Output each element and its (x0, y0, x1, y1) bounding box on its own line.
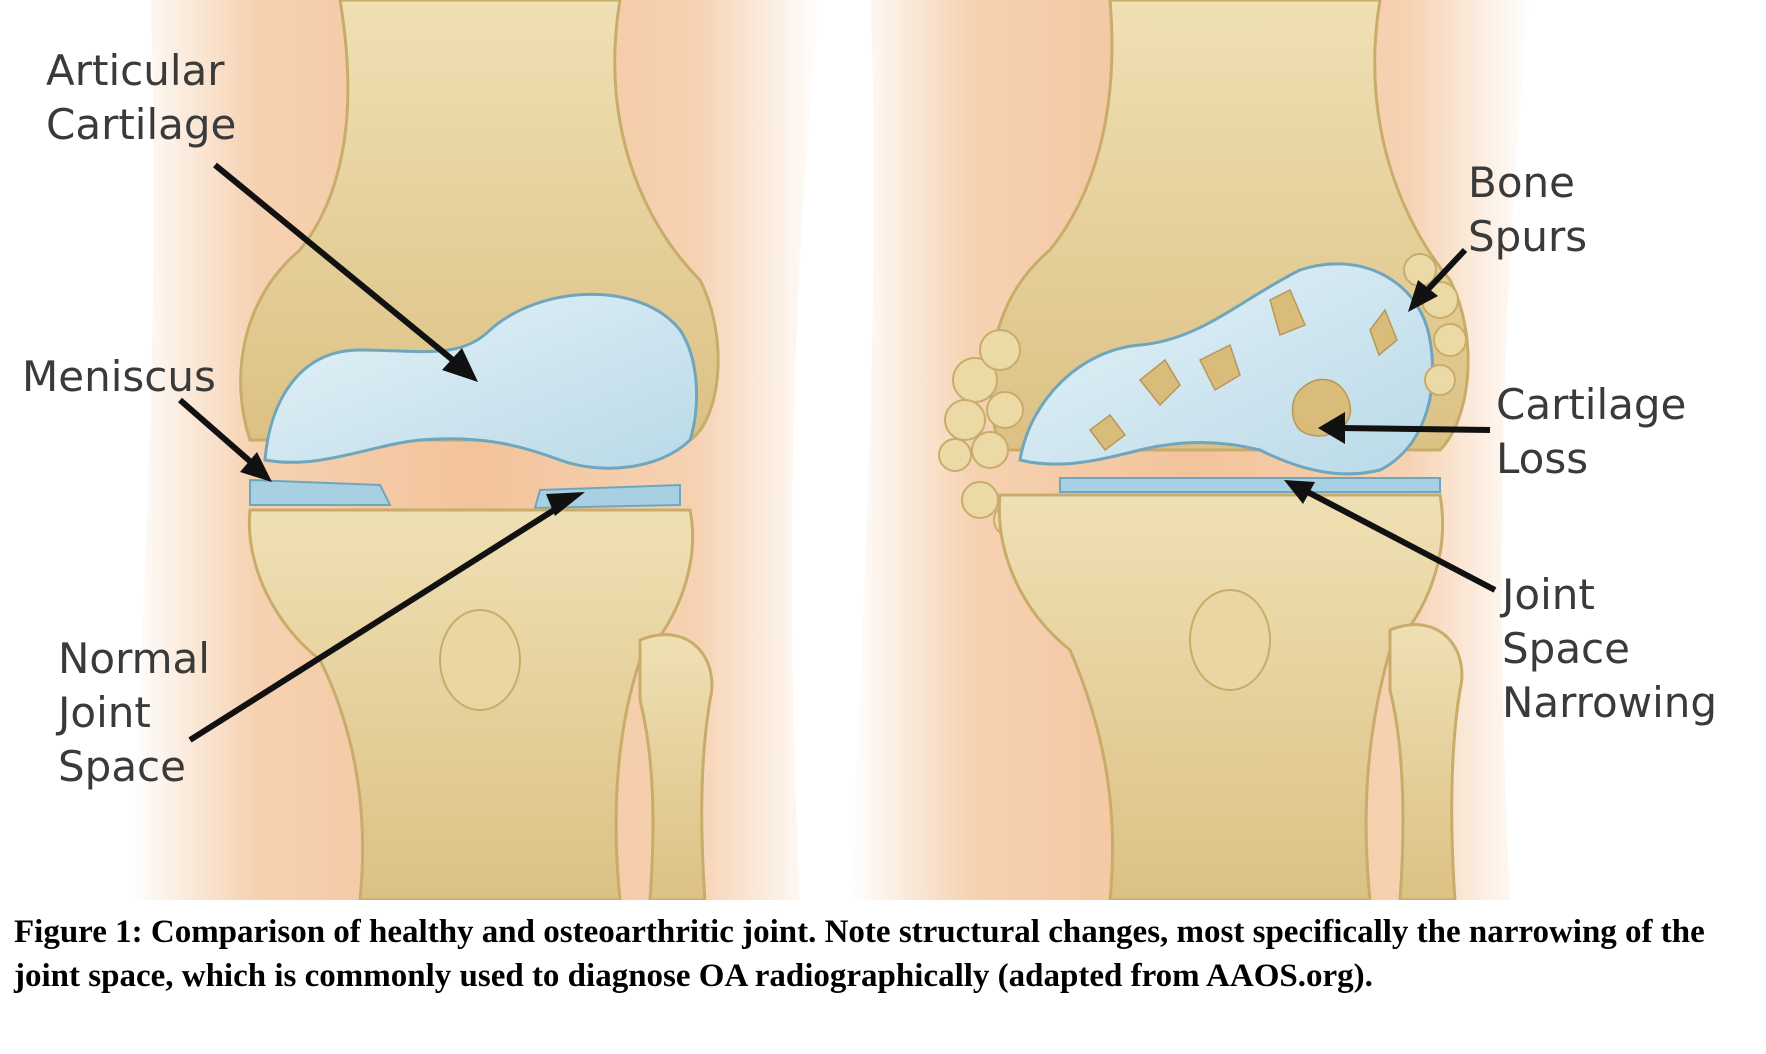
arrow-articular-cartilage (213, 162, 467, 373)
label-bone-spurs: Bone Spurs (1468, 158, 1588, 261)
arrow-joint-space-narrowing (1298, 485, 1497, 593)
arrowhead-normal-joint-space (546, 492, 585, 516)
arrow-normal-joint-space (188, 497, 572, 743)
arrowhead-meniscus (240, 452, 272, 482)
oa-fibula (1388, 623, 1464, 900)
oa-narrow-meniscus (1059, 477, 1441, 493)
arrowhead-joint-space-narrowing (1284, 480, 1315, 504)
healthy-knee (130, 0, 820, 900)
arrowhead-bone-spurs (1408, 280, 1438, 312)
oa-tibial-tubercle (1189, 589, 1271, 691)
oa-knee (850, 0, 1530, 900)
healthy-fibula (638, 633, 714, 900)
label-articular-cartilage: Articular Cartilage (46, 46, 237, 149)
arrow-cartilage-loss (1339, 425, 1491, 433)
knee-comparison-illustration (130, 0, 1530, 900)
label-meniscus: Meniscus (22, 352, 216, 401)
healthy-tibial-tubercle (439, 609, 521, 711)
oa-tibia (997, 493, 1444, 900)
label-normal-joint-space: Normal Joint Space (58, 634, 210, 791)
arrowhead-articular-cartilage (442, 348, 478, 382)
arrow-meniscus (178, 397, 262, 473)
figure-caption: Figure 1: Comparison of healthy and oste… (14, 914, 1705, 994)
healthy-articular-cartilage (263, 292, 698, 470)
label-joint-space-narrowing: Joint Space Narrowing (1502, 570, 1718, 727)
label-cartilage-loss: Cartilage Loss (1496, 380, 1687, 483)
arrowhead-cartilage-loss (1318, 412, 1345, 444)
